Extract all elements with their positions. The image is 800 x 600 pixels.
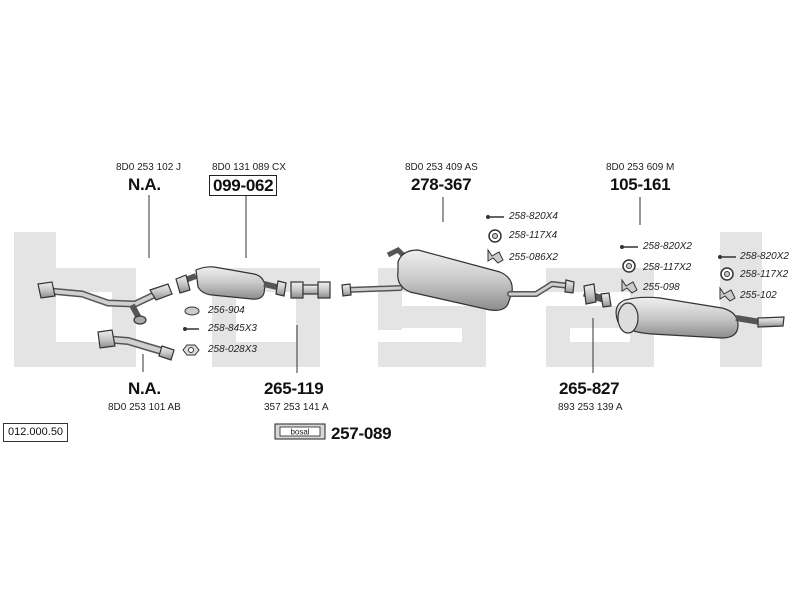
mounting-kit-icon: bosal bbox=[274, 423, 326, 440]
centre-accessory-1: 258-820X4 bbox=[509, 211, 558, 222]
centre-silencer-part bbox=[341, 246, 575, 311]
front-pipe-upper-oem: 8D0 253 102 J bbox=[116, 162, 182, 173]
rear-right-accessory-1: 258-820X2 bbox=[740, 251, 789, 262]
mounting-kit-number: 257-089 bbox=[331, 424, 392, 443]
intermediate-pipe-oem: 357 253 141 A bbox=[264, 402, 329, 413]
front-accessory-1: 256-904 bbox=[208, 305, 245, 316]
front-accessory-3: 258-028X3 bbox=[208, 344, 257, 355]
centre-silencer-oem: 8D0 253 409 AS bbox=[405, 162, 478, 173]
front-pipe-lower-number: N.A. bbox=[128, 379, 161, 398]
rear-silencer-part bbox=[615, 296, 785, 339]
rear-right-accessory-3: 255-102 bbox=[740, 290, 777, 301]
rear-right-accessory-2: 258-117X2 bbox=[740, 269, 789, 280]
centre-accessory-2: 258-117X4 bbox=[509, 230, 558, 241]
rear-silencer-number: 105-161 bbox=[610, 175, 671, 194]
catalyst-part bbox=[175, 266, 287, 300]
front-pipe-lower-part bbox=[97, 329, 175, 361]
front-accessory-icons bbox=[182, 306, 200, 356]
intermediate-pipe-number: 265-119 bbox=[264, 379, 324, 398]
rear-left-accessory-icons bbox=[620, 245, 638, 294]
front-pipe-upper-number: N.A. bbox=[128, 175, 161, 194]
centre-silencer-number: 278-367 bbox=[411, 175, 472, 194]
diagram-code: 012.000.50 bbox=[3, 423, 69, 442]
connecting-pipe-part bbox=[582, 283, 612, 308]
centre-accessory-3: 255-086X2 bbox=[509, 252, 558, 263]
connecting-pipe-oem: 893 253 139 A bbox=[558, 402, 623, 413]
catalyst-oem: 8D0 131 089 CX bbox=[212, 162, 286, 173]
svg-text:bosal: bosal bbox=[290, 428, 309, 437]
rear-right-accessory-icons bbox=[718, 255, 736, 302]
front-accessory-2: 258-845X3 bbox=[208, 323, 257, 334]
intermediate-pipe-part bbox=[290, 281, 331, 299]
rear-left-accessory-2: 258-117X2 bbox=[643, 262, 692, 273]
rear-silencer-oem: 8D0 253 609 M bbox=[606, 162, 675, 173]
rear-left-accessory-3: 255-098 bbox=[643, 282, 680, 293]
centre-accessory-icons bbox=[486, 215, 504, 264]
catalyst-number: 099-062 bbox=[209, 175, 278, 196]
front-pipe-upper-part bbox=[37, 281, 173, 325]
front-pipe-lower-oem: 8D0 253 101 AB bbox=[108, 402, 181, 413]
connecting-pipe-number: 265-827 bbox=[559, 379, 620, 398]
rear-left-accessory-1: 258-820X2 bbox=[643, 241, 692, 252]
leader-lines bbox=[142, 195, 641, 373]
